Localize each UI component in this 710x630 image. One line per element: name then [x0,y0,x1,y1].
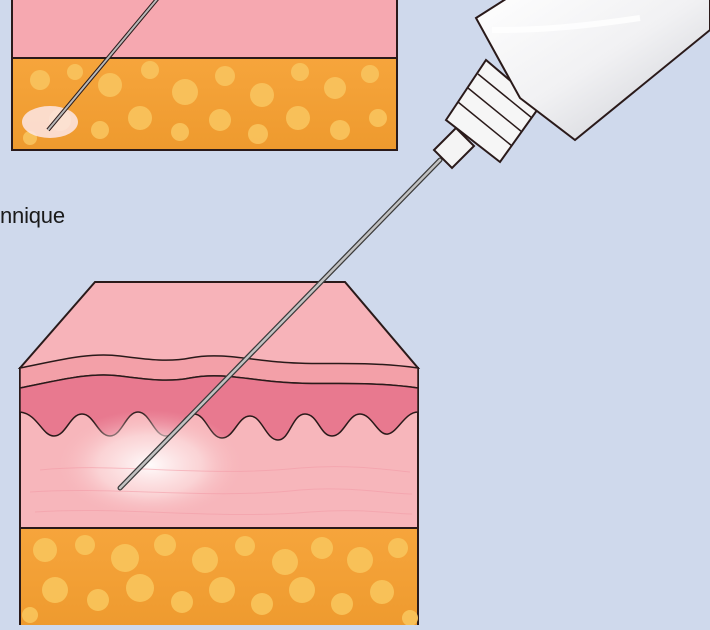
top-skin-panel [12,0,397,150]
main-skin-panel [20,282,418,625]
caption-label: nnique [0,203,65,229]
syringe [434,0,710,168]
